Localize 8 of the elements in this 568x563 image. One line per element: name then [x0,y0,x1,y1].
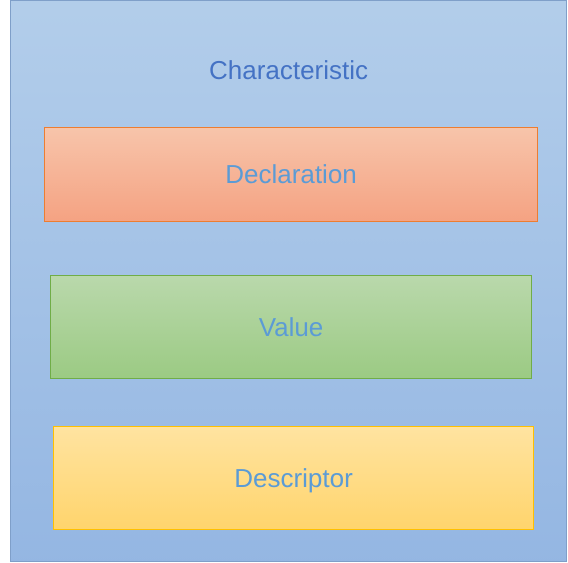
container-title: Characteristic [208,55,369,86]
container-box [10,0,567,562]
section-box [44,127,538,222]
section-box [50,275,532,379]
section-label: Declaration [225,159,357,190]
section-label: Value [258,312,324,342]
section-label: Descriptor [234,462,353,494]
section-box [53,426,534,530]
